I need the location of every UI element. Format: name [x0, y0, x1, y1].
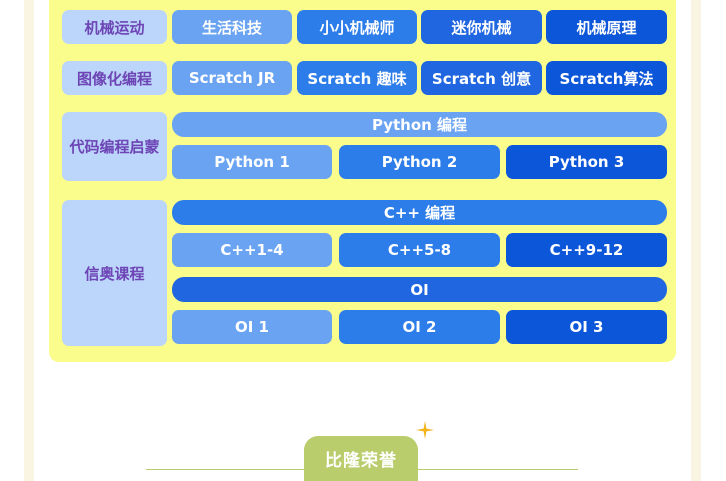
course-item[interactable]: 生活科技	[172, 10, 292, 44]
track-header-cpp[interactable]: C++ 编程	[172, 200, 667, 225]
course-item[interactable]: 迷你机械	[421, 10, 542, 44]
course-item[interactable]: OI 1	[172, 310, 332, 344]
category-label-olympiad: 信奥课程	[62, 200, 167, 346]
track-header-python[interactable]: Python 编程	[172, 112, 667, 137]
course-item[interactable]: Python 2	[339, 145, 500, 179]
section-divider-right	[416, 469, 578, 470]
course-item[interactable]: Python 3	[506, 145, 667, 179]
course-item[interactable]: C++9-12	[506, 233, 667, 267]
course-item[interactable]: Scratch JR	[172, 61, 292, 95]
course-item[interactable]: Scratch 趣味	[297, 61, 417, 95]
course-item[interactable]: Scratch 创意	[421, 61, 542, 95]
course-item[interactable]: Python 1	[172, 145, 332, 179]
right-side-border	[691, 0, 701, 481]
category-label-graphical-programming: 图像化编程	[62, 61, 167, 95]
left-side-border	[24, 0, 34, 481]
category-label-code-enlightenment: 代码编程启蒙	[62, 112, 167, 181]
course-item[interactable]: OI 3	[506, 310, 667, 344]
section-divider-left	[146, 469, 306, 470]
category-label-mechanics: 机械运动	[62, 10, 167, 44]
track-header-oi[interactable]: OI	[172, 277, 667, 302]
course-item[interactable]: Scratch算法	[546, 61, 667, 95]
course-item[interactable]: C++5-8	[339, 233, 500, 267]
sparkle-icon	[416, 421, 434, 439]
course-item[interactable]: OI 2	[339, 310, 500, 344]
course-item[interactable]: C++1-4	[172, 233, 332, 267]
section-title-honors: 比隆荣誉	[304, 436, 418, 481]
course-item[interactable]: 小小机械师	[297, 10, 417, 44]
course-item[interactable]: 机械原理	[546, 10, 667, 44]
